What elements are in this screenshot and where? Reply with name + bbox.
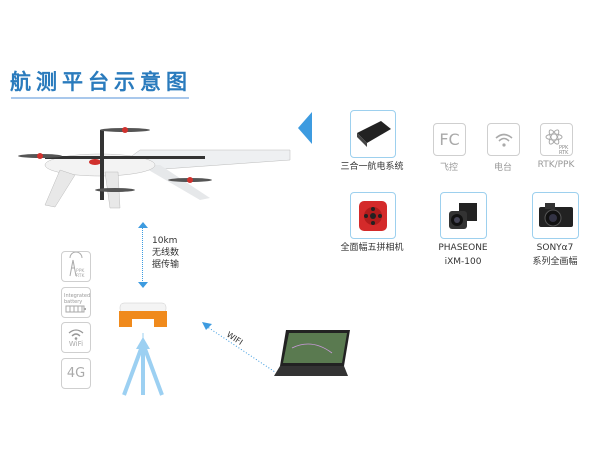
- battery-icon: [65, 305, 86, 312]
- battery-feature: Integrated battery: [61, 287, 91, 318]
- svg-text:RTK: RTK: [76, 273, 86, 279]
- payload-label-line1: SONYα7: [536, 243, 574, 253]
- wifi-icon: [68, 328, 84, 340]
- page-title: 航测平台示意图: [10, 70, 192, 94]
- payload-label-line2: iXM-100: [444, 257, 482, 267]
- payload-label: 电台: [493, 163, 512, 173]
- sony-camera-icon: [539, 203, 573, 227]
- arrow-up-icon: [138, 222, 148, 228]
- 4g-feature: 4G: [61, 358, 91, 389]
- five-lens-camera: [350, 192, 396, 239]
- range-text: 10km: [152, 236, 178, 246]
- payload-label: PHASEONE iXM-100: [430, 241, 496, 269]
- payload-label: 全面幅五拼相机: [340, 243, 404, 253]
- gnss-base-station-image: [119, 302, 167, 396]
- vtol-drone-image: [18, 127, 291, 209]
- sony-camera: [532, 192, 579, 239]
- svg-text:PPK: PPK: [559, 145, 569, 151]
- fc-icon: FC: [433, 123, 466, 156]
- payload-label-line1: PHASEONE: [438, 243, 488, 253]
- link-text-2: 据传输: [152, 260, 180, 270]
- radio-link-label: 10km 无线数 据传输: [152, 235, 179, 271]
- five-lens-camera-icon: [359, 201, 387, 231]
- payload-label-line2: 系列全画幅: [532, 257, 578, 267]
- wifi-icon: [494, 133, 513, 147]
- svg-text:RTK: RTK: [559, 150, 569, 155]
- phaseone-camera-icon: [449, 203, 477, 229]
- battery-text: Integrated battery: [64, 292, 91, 305]
- payload-label: 三合一航电系统: [340, 162, 404, 172]
- radio-link-line: [142, 225, 143, 283]
- wifi-text: WiFi: [68, 339, 84, 348]
- pointer-triangle-icon: [298, 112, 312, 144]
- wifi-link-line: [202, 322, 276, 373]
- svg-text:PPK: PPK: [76, 268, 85, 274]
- phaseone-camera: [440, 192, 487, 239]
- link-text-1: 无线数: [152, 248, 180, 258]
- avionics-box-icon: [357, 121, 391, 147]
- title-underline: [11, 97, 189, 99]
- arrow-down-icon: [138, 282, 148, 288]
- laptop-image: [274, 330, 350, 376]
- payload-label: 飞控: [439, 163, 458, 173]
- wifi-feature: WiFi: [61, 322, 91, 353]
- payload-label: RTK/PPK: [537, 160, 575, 170]
- avionics-box: [350, 110, 396, 158]
- radio-box: [487, 123, 520, 156]
- payload-label: SONYα7 系列全画幅: [520, 241, 590, 269]
